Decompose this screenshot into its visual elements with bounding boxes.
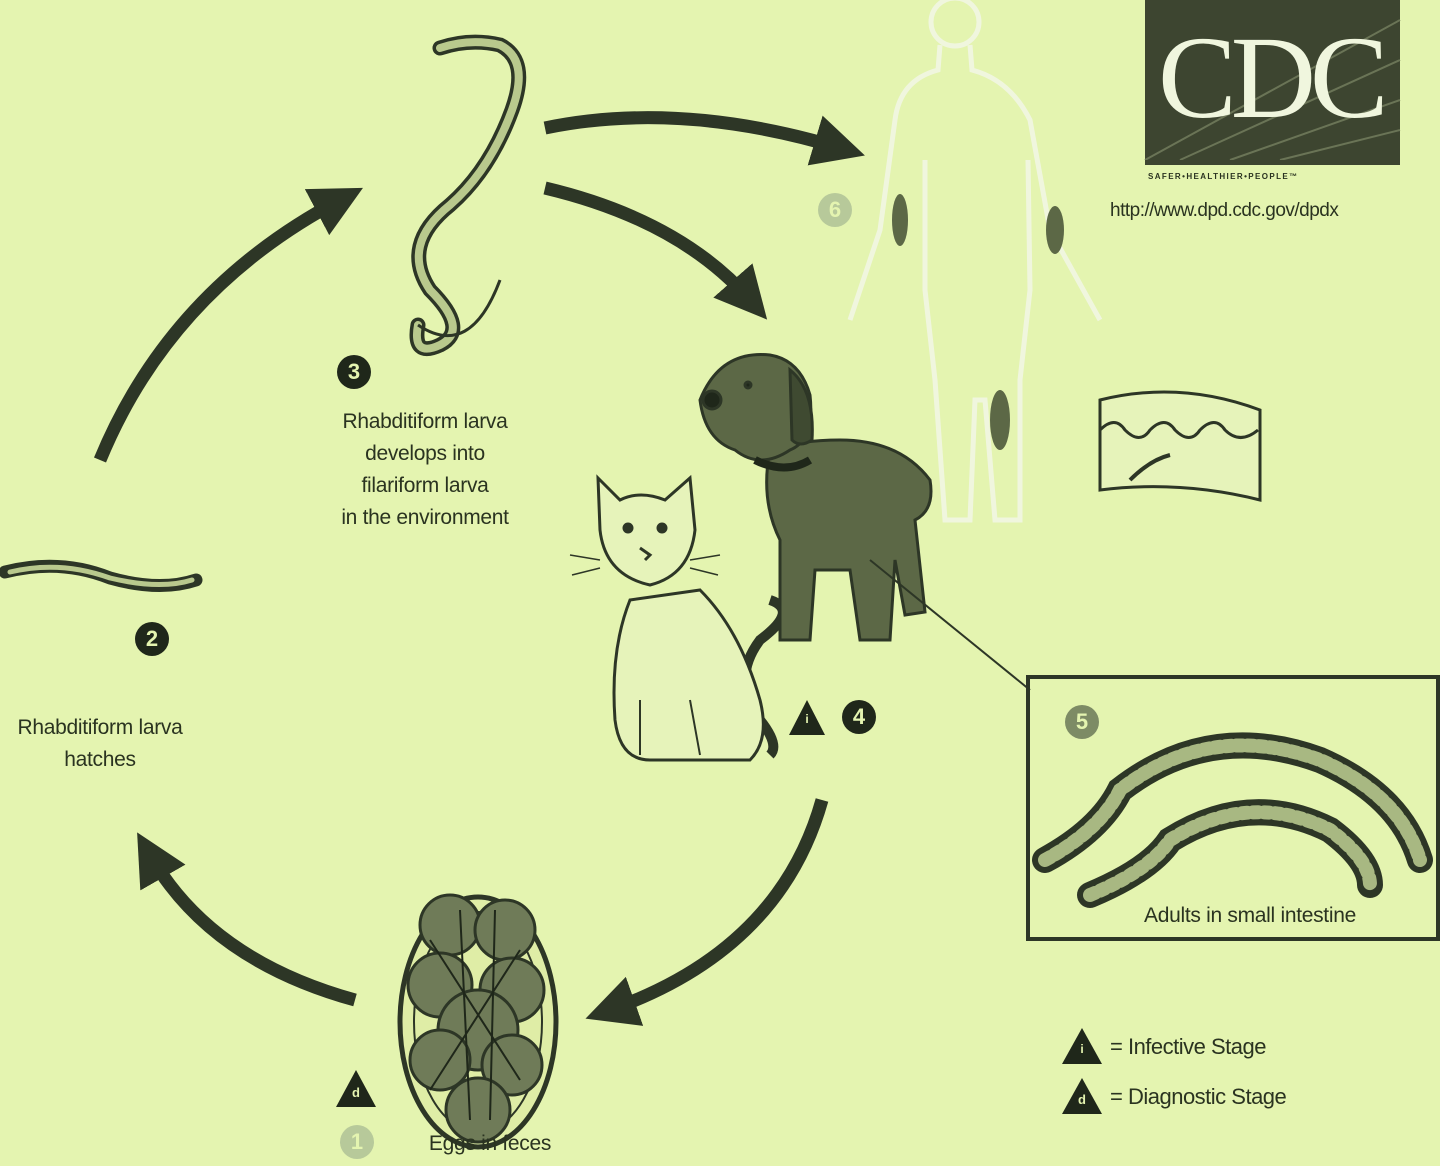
stage-3-label-line: Rhabditiform larva bbox=[342, 410, 508, 433]
arrow-3-to-human bbox=[543, 111, 865, 166]
legend-infective-letter: i bbox=[1080, 1042, 1084, 1056]
legend-infective-text: = Infective Stage bbox=[1110, 1034, 1267, 1059]
stage-2-label: Rhabditiform larva hatches bbox=[0, 712, 200, 776]
stage-number-4: 4 bbox=[842, 700, 876, 734]
arrow-3-to-dog bbox=[543, 181, 768, 320]
adult-worms-box bbox=[1026, 675, 1440, 941]
diagnostic-marker-icon-1 bbox=[336, 1070, 376, 1107]
cdc-tagline: SAFER•HEALTHIER•PEOPLE™ bbox=[1148, 172, 1299, 181]
stage-2-label-line: hatches bbox=[64, 748, 136, 771]
cdc-wordmark: CDC bbox=[1158, 12, 1389, 143]
egg-icon bbox=[397, 893, 559, 1150]
arrow-2-to-3 bbox=[93, 187, 363, 463]
stage-number-3: 3 bbox=[337, 355, 371, 389]
stage-number-2: 2 bbox=[135, 622, 169, 656]
stage-number-6: 6 bbox=[818, 193, 852, 227]
skin-section-icon bbox=[1098, 390, 1262, 502]
legend-diagnostic-marker-icon bbox=[1062, 1078, 1102, 1114]
adult-worms-icon bbox=[1032, 732, 1433, 908]
cdc-logo bbox=[1144, 0, 1401, 165]
stage-number-1: 1 bbox=[340, 1125, 374, 1159]
human-silhouette-icon bbox=[847, 0, 1103, 523]
dog-icon bbox=[698, 353, 933, 642]
stage-3-label: Rhabditiform larva develops into filarif… bbox=[300, 406, 550, 534]
legend-infective-marker-icon bbox=[1062, 1028, 1102, 1064]
stage-3-label-line: filariform larva bbox=[361, 474, 489, 497]
legend-diagnostic-letter: d bbox=[1078, 1092, 1086, 1107]
source-url: http://www.dpd.cdc.gov/dpdx bbox=[1110, 200, 1339, 221]
filariform-larva-icon bbox=[409, 34, 527, 357]
human-lesion-marks bbox=[892, 194, 1064, 450]
stage-3-label-line: in the environment bbox=[341, 506, 509, 529]
arrow-1-to-2 bbox=[137, 832, 357, 1007]
infective-marker-icon-4 bbox=[789, 700, 825, 735]
legend-diagnostic-text: = Diagnostic Stage bbox=[1110, 1084, 1287, 1109]
larva-icon bbox=[0, 559, 203, 592]
stage-number-5: 5 bbox=[1065, 705, 1099, 739]
infective-marker-letter-4: i bbox=[805, 712, 809, 726]
arrow-4-to-1 bbox=[585, 798, 829, 1026]
stage-2-label-line: Rhabditiform larva bbox=[17, 716, 183, 739]
cat-icon bbox=[569, 474, 788, 762]
stage-5-label: Adults in small intestine bbox=[1144, 904, 1356, 927]
stage-3-label-line: develops into bbox=[365, 442, 485, 465]
stage-1-label: Eggs in feces bbox=[428, 1132, 552, 1155]
diagnostic-marker-letter-1: d bbox=[352, 1085, 360, 1100]
pointer-line bbox=[869, 559, 1031, 691]
